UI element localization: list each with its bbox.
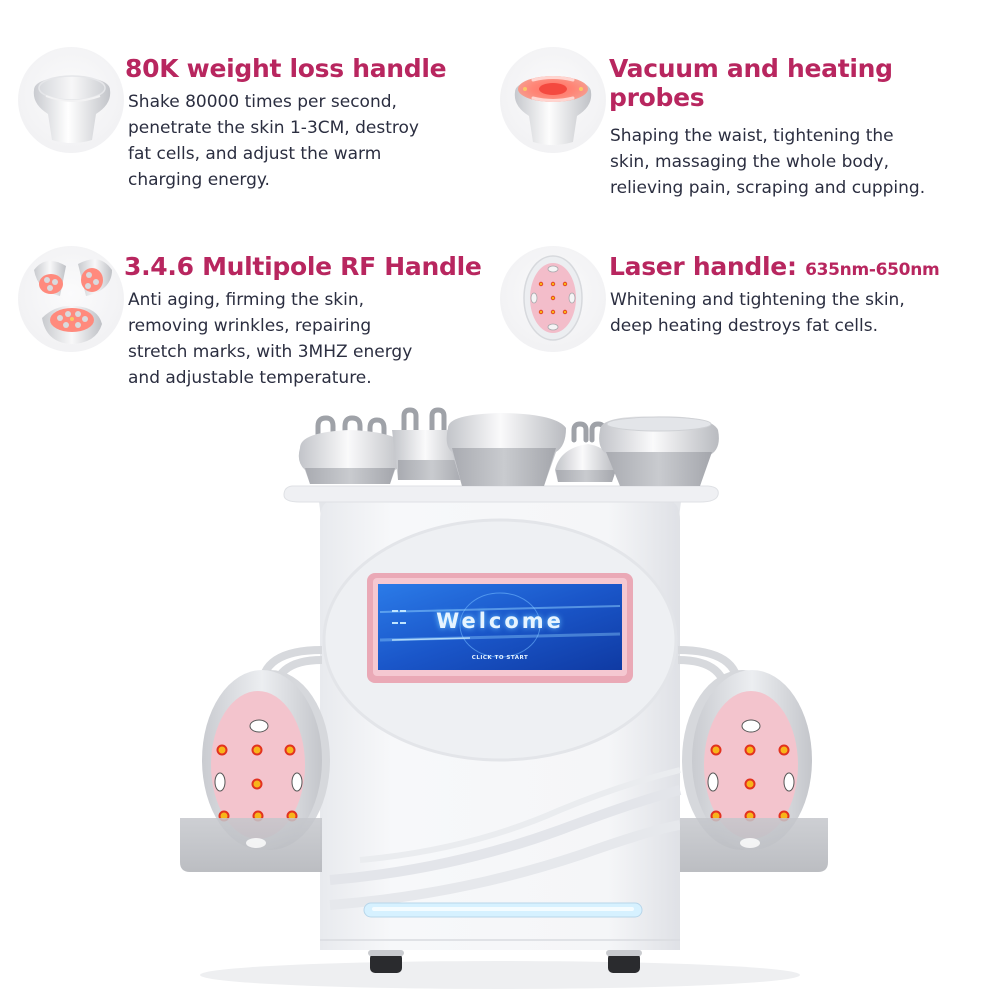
- feature-description: Shaping the waist, tightening the skin, …: [610, 126, 926, 198]
- left-laser-pad: [202, 670, 330, 850]
- right-laser-pad: [682, 670, 812, 850]
- feature-description: Whitening and tightening the skin, deep …: [610, 290, 905, 336]
- vacuum-probe-icon: [514, 76, 592, 145]
- feature-title: 80K weight loss handle: [125, 54, 447, 83]
- cavitation-handle-icon: [33, 75, 111, 143]
- feature-title: Vacuum and heating probes: [609, 54, 893, 112]
- rf-handle-icon: [34, 259, 112, 344]
- screen-welcome-title: Welcome: [436, 609, 564, 633]
- feature-description: Anti aging, firming the skin, removing w…: [128, 290, 413, 388]
- screen-start-button[interactable]: CLICK TO START: [471, 655, 529, 661]
- feature-description: Shake 80000 times per second, penetrate …: [128, 92, 419, 190]
- feature-title: 3.4.6 Multipole RF Handle: [124, 252, 482, 281]
- wavelength-range: 635nm-650nm: [805, 260, 940, 280]
- laser-pad-icon: [523, 255, 583, 341]
- feature-title: Laser handle: 635nm-650nm: [609, 252, 940, 281]
